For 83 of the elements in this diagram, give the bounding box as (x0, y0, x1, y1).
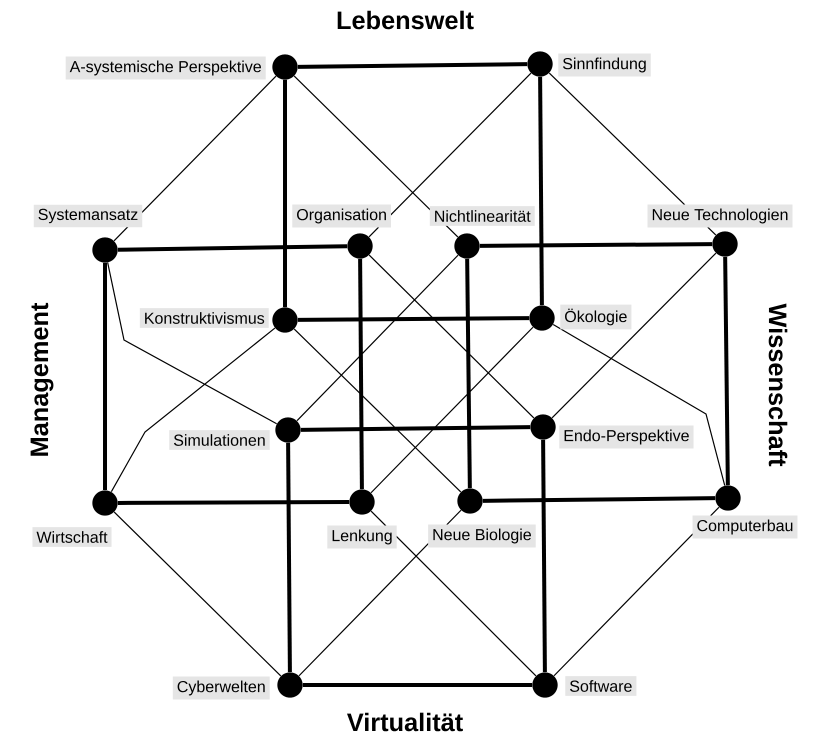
node-label: Neue Technologien (652, 208, 788, 224)
node-label: Konstruktivismus (140, 308, 269, 328)
vertex-dot (347, 233, 373, 259)
vertex-dot (457, 488, 483, 514)
node-label: Neue Biologie (433, 528, 531, 544)
thick-line (298, 62, 528, 69)
thin-line (368, 72, 532, 238)
node-label: Ökologie (565, 308, 627, 326)
heading: Management (30, 302, 54, 456)
node-label: Simulationen (174, 434, 265, 446)
node-label: A-systemische Perspektive (70, 60, 261, 76)
node-label: Simulationen (169, 430, 270, 450)
vertex-dot (712, 231, 738, 257)
thick-line (358, 258, 364, 490)
thin-line (294, 76, 458, 238)
node-label: Konstruktivismus (145, 312, 264, 324)
node-label: Neue Technologien (648, 204, 792, 228)
thin-line (296, 254, 458, 422)
node-label: Sinnfindung (563, 58, 646, 72)
thin-line (298, 510, 462, 676)
vertex-dot (92, 490, 118, 516)
node-label: Nichtlinearität (435, 210, 531, 222)
heading: Wissenschaft (768, 303, 788, 466)
node-label: Systemansatz (34, 204, 142, 228)
thin-line (110, 328, 276, 492)
node-label: Organisation (297, 208, 386, 224)
thin-line (370, 326, 534, 494)
thick-line (465, 258, 472, 488)
vertex-dot (275, 417, 301, 443)
thick-line (541, 440, 547, 672)
node-label: Software (570, 680, 632, 692)
thin-line (552, 324, 726, 486)
thick-line (538, 76, 544, 306)
thick-line (283, 80, 287, 308)
thin-line (294, 328, 462, 492)
node-label: A-systemische Perspektive (66, 56, 266, 80)
node-label: Endo-Perspektive (564, 430, 689, 444)
vertex-dot (92, 237, 118, 263)
heading: Virtualität (346, 712, 463, 732)
thick-line (118, 500, 350, 505)
thin-line (370, 510, 536, 676)
node-label: Cyberwelten (178, 680, 265, 696)
node-label: Wirtschaft (32, 527, 112, 547)
thick-line (302, 683, 532, 687)
vertex-dot (527, 51, 553, 77)
node-label: Computerbau (697, 520, 792, 534)
thick-line (723, 256, 730, 486)
vertex-dot (272, 307, 298, 333)
thin-line (554, 506, 720, 676)
node-label: Wirtschaft (36, 531, 108, 543)
node-label: Lenkung (332, 530, 392, 544)
node-label: Organisation (292, 204, 391, 228)
thin-line (114, 512, 282, 676)
node-label: Sinnfindung (558, 54, 651, 76)
thin-line (107, 262, 277, 424)
thin-line (368, 254, 534, 418)
thick-line (482, 496, 716, 503)
vertex-dot (277, 672, 303, 698)
thick-line (103, 262, 107, 490)
heading: Lebenswelt (338, 10, 474, 30)
thick-line (286, 442, 292, 672)
thick-line (300, 425, 530, 432)
node-label: Neue Biologie (428, 524, 536, 548)
node-label: Computerbau (692, 516, 798, 538)
thick-line (118, 244, 348, 252)
node-label: Software (565, 676, 636, 696)
thick-line (298, 316, 530, 322)
node-label: Lenkung (327, 526, 397, 548)
vertex-dot (454, 233, 480, 259)
thin-line (552, 252, 716, 418)
vertex-dot (529, 305, 555, 331)
vertex-dot (349, 489, 375, 515)
thick-line (480, 242, 712, 248)
node-label: Systemansatz (38, 208, 138, 224)
vertex-dot (272, 54, 298, 80)
node-label: Endo-Perspektive (559, 426, 694, 448)
node-label: Ökologie (560, 304, 632, 330)
vertex-dot (530, 414, 556, 440)
node-label: Cyberwelten (172, 676, 270, 700)
node-label: Nichtlinearität (430, 206, 535, 226)
vertex-dot (715, 485, 741, 511)
thin-line (114, 76, 276, 242)
vertex-dot (532, 672, 558, 698)
